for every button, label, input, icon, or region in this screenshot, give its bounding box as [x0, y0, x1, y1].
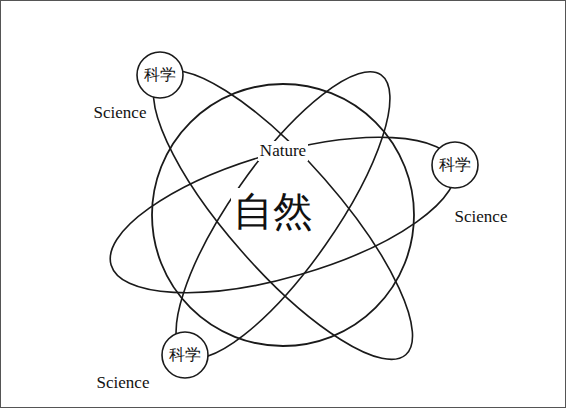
circle-label: Science [92, 103, 149, 123]
circle-shape [152, 84, 414, 346]
science-circle: 科学Science [161, 331, 209, 379]
text-slot: Science [92, 103, 149, 123]
circle-shape [432, 142, 478, 188]
text-slot: Science [95, 373, 152, 393]
circle-shape [162, 332, 208, 378]
text-slot: 科学 [142, 66, 178, 84]
circle-text: 科学 [142, 66, 178, 84]
orbit-line [142, 45, 423, 385]
circle-text: Nature [258, 141, 308, 161]
circle-text: 科学 [437, 156, 473, 174]
nature-circle: Nature 自然 [151, 83, 415, 347]
science-circle: 科学Science [431, 141, 479, 189]
circle-label: Science [453, 207, 510, 227]
text-slot: Nature [258, 141, 308, 161]
circle-text: 科学 [167, 346, 203, 364]
circle-shape [137, 52, 183, 98]
text-slot: 自然 [231, 188, 315, 234]
circle-label: Science [95, 373, 152, 393]
text-slot: 科学 [437, 156, 473, 174]
science-circle: 科学Science [136, 51, 184, 99]
circle-label: 自然 [231, 188, 315, 234]
text-slot: Science [453, 207, 510, 227]
orbit-line [119, 39, 447, 391]
text-slot: 科学 [167, 346, 203, 364]
orbit-line [94, 106, 472, 325]
